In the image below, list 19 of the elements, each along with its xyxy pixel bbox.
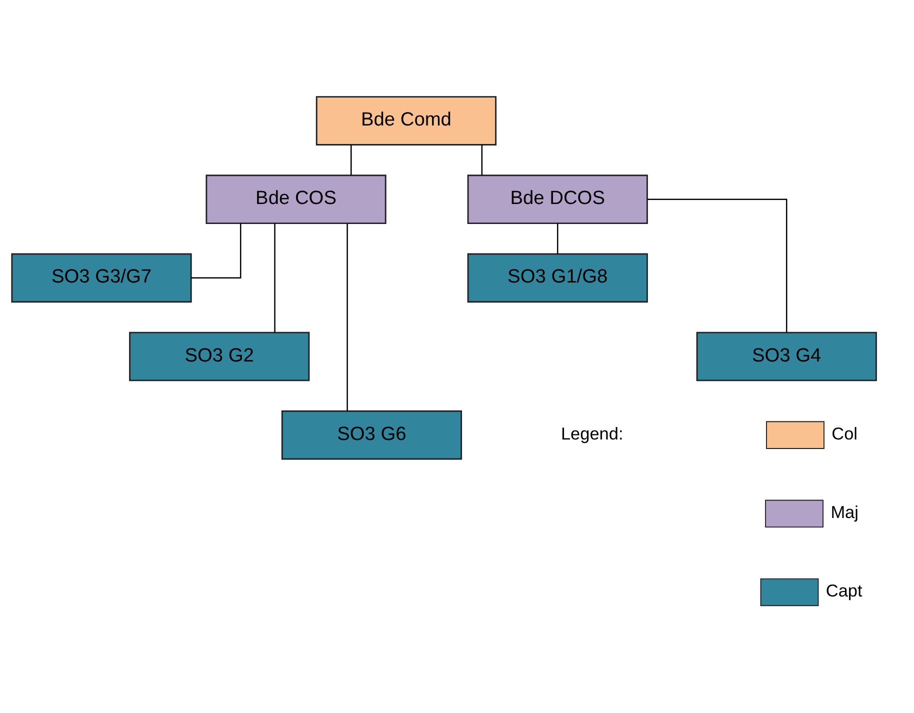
connector (350, 144, 352, 176)
node-box: Bde DCOS (467, 174, 648, 224)
label: Legend: (560, 423, 624, 444)
connector (647, 198, 788, 332)
legend-label: Capt (826, 580, 862, 600)
node-box: SO3 G1/G8 (467, 253, 648, 303)
legend-label: Maj (830, 502, 858, 522)
connector (191, 223, 242, 279)
node-box: SO3 G4 (696, 332, 877, 382)
connector (346, 224, 348, 411)
connector (274, 224, 276, 333)
legend-label: Col (832, 423, 858, 444)
connector (481, 144, 483, 176)
node-box: Bde COS (206, 174, 386, 224)
node-box: SO3 G2 (129, 332, 310, 382)
node-box: SO3 G3/G7 (11, 253, 192, 303)
connector (556, 223, 558, 254)
node-box: Bde Comd (316, 96, 497, 146)
node-box: SO3 G6 (281, 410, 462, 460)
